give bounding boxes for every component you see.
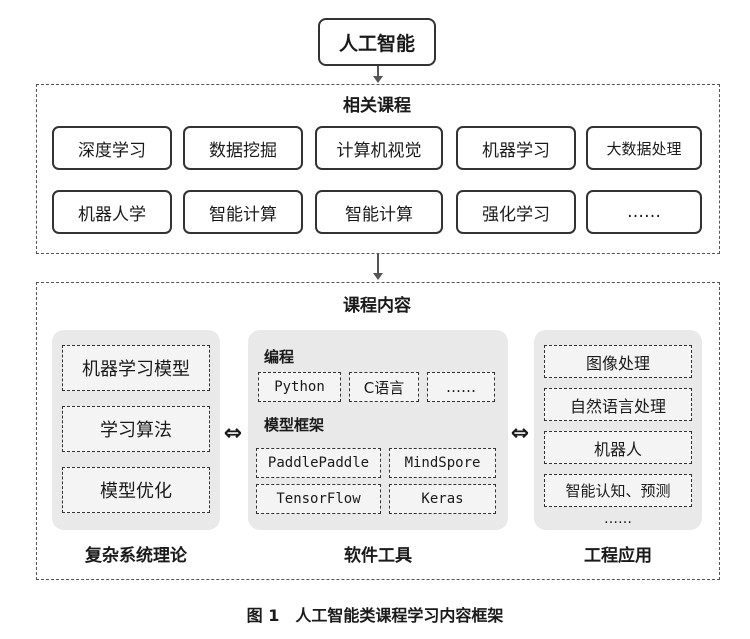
course-computer-vision: 计算机视觉 <box>315 126 443 170</box>
lang-python: Python <box>258 372 341 402</box>
framework-keras: Keras <box>389 484 496 514</box>
engineering-label: 工程应用 <box>584 545 652 566</box>
app-cognition-prediction: 智能认知、预测 <box>544 474 692 507</box>
app-image-processing: 图像处理 <box>544 345 692 378</box>
theory-label: 复杂系统理论 <box>85 545 187 566</box>
software-label: 软件工具 <box>344 545 412 566</box>
framework-tensorflow: TensorFlow <box>256 484 381 514</box>
course-machine-learning: 机器学习 <box>456 126 576 170</box>
theory-item-optimization: 模型优化 <box>62 467 210 513</box>
arrow-down-icon <box>373 76 383 83</box>
course-content-title: 课程内容 <box>343 295 411 316</box>
app-nlp: 自然语言处理 <box>544 388 692 421</box>
app-robot: 机器人 <box>544 431 692 464</box>
framework-paddlepaddle: PaddlePaddle <box>256 448 381 478</box>
connector-line-2 <box>377 254 379 274</box>
connector-line <box>377 66 379 78</box>
lang-c: C语言 <box>349 372 419 402</box>
course-reinforcement-learning: 强化学习 <box>456 190 576 234</box>
lang-more: …… <box>427 372 495 402</box>
double-arrow-icon: ⇔ <box>223 420 243 446</box>
arrow-down-icon <box>373 273 383 280</box>
course-big-data: 大数据处理 <box>586 126 702 170</box>
course-more: …… <box>586 190 702 234</box>
course-data-mining: 数据挖掘 <box>183 126 303 170</box>
framework-label: 模型框架 <box>264 416 325 434</box>
framework-mindspore: MindSpore <box>389 448 496 478</box>
course-robotics: 机器人学 <box>52 190 172 234</box>
course-content-box <box>36 282 720 580</box>
app-more: …… <box>604 511 632 527</box>
root-node-ai: 人工智能 <box>318 18 436 66</box>
course-intelligent-computing: 智能计算 <box>183 190 303 234</box>
course-intelligent-computing-2: 智能计算 <box>315 190 443 234</box>
theory-item-algorithm: 学习算法 <box>62 406 210 452</box>
related-courses-title: 相关课程 <box>343 95 411 116</box>
related-courses-box <box>36 84 720 254</box>
figure-caption: 图 1 人工智能类课程学习内容框架 <box>246 606 504 625</box>
double-arrow-icon: ⇔ <box>510 420 530 446</box>
programming-label: 编程 <box>264 348 295 366</box>
theory-item-ml-model: 机器学习模型 <box>62 345 210 391</box>
course-deep-learning: 深度学习 <box>52 126 172 170</box>
